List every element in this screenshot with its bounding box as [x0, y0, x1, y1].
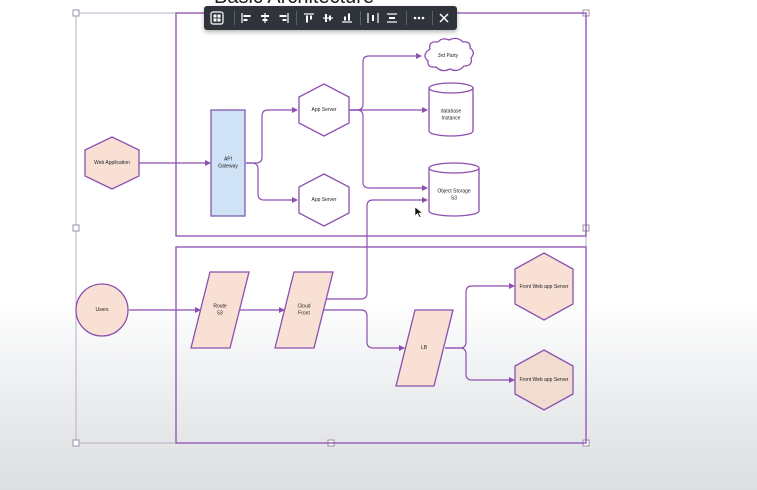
frontend-group-container[interactable]: [175, 246, 587, 444]
align-left-icon: [241, 13, 251, 23]
mouse-cursor-icon: [414, 206, 424, 218]
connector-cloudfront-objectstorage: [327, 197, 428, 300]
web-application-node[interactable]: [84, 136, 140, 190]
database-label-line-1: database: [440, 108, 462, 115]
lb-node[interactable]: [395, 309, 454, 387]
third-party-label: 3rd Party: [437, 52, 459, 59]
connector-appserver-objectstorage: [349, 109, 428, 191]
route53-label-line-1: Route: [213, 303, 227, 310]
app-server-bottom-label: App Server: [311, 196, 337, 203]
align-center-horizontal-icon: [261, 13, 269, 23]
object-storage-label-line-1: Object Storage: [437, 188, 471, 195]
database-label-line-2: Instance: [441, 115, 461, 121]
align-center-horizontal-button[interactable]: [256, 9, 274, 27]
distribute-horizontal-button[interactable]: [364, 9, 382, 27]
database-node[interactable]: [428, 82, 474, 137]
users-label: Users: [95, 306, 109, 313]
lb-label: LB: [420, 344, 428, 351]
align-top-icon: [304, 13, 314, 23]
selection-box[interactable]: [75, 12, 587, 444]
route53-label-line-2: 53: [217, 310, 223, 316]
object-storage-label-line-2: S3: [450, 195, 458, 201]
align-top-button[interactable]: [300, 9, 318, 27]
align-right-icon: [279, 13, 289, 23]
align-left-button[interactable]: [237, 9, 255, 27]
toolbar-divider: [360, 11, 361, 25]
distribute-vertical-button[interactable]: [383, 9, 401, 27]
object-storage-node[interactable]: [428, 162, 480, 217]
cloudfront-label-line-2: Front: [298, 310, 310, 316]
toolbar-divider: [406, 11, 407, 25]
database-label: database Instance: [441, 109, 462, 122]
connector-gateway-appserver-bottom: [246, 162, 298, 203]
cloudfront-label-line-1: Cloud: [297, 303, 311, 310]
more-options-icon: [413, 16, 425, 20]
front-server-top-node[interactable]: [514, 252, 574, 321]
group-button[interactable]: [208, 9, 226, 27]
connector-cloudfront-lb: [324, 309, 405, 351]
close-button[interactable]: [435, 9, 453, 27]
toolbar-divider: [234, 11, 235, 25]
connectors[interactable]: [129, 53, 515, 383]
group-icon: [210, 11, 224, 25]
app-server-bottom-node[interactable]: [298, 173, 350, 227]
toolbar-divider: [296, 11, 297, 25]
users-node[interactable]: [75, 283, 129, 337]
align-middle-button[interactable]: [319, 9, 337, 27]
app-server-top-node[interactable]: [298, 83, 350, 137]
more-options-button[interactable]: [410, 9, 428, 27]
floating-toolbar: [204, 6, 457, 30]
toolbar-divider: [432, 11, 433, 25]
api-gateway-node[interactable]: [210, 109, 246, 217]
cloudfront-node[interactable]: [274, 271, 334, 349]
connector-lb-front-bottom: [445, 347, 515, 383]
front-server-bottom-node[interactable]: [514, 349, 574, 411]
app-server-top-label: App Server: [311, 106, 337, 113]
connector-lb-front-top: [445, 283, 515, 349]
page-title: Basic Architecture: [214, 0, 374, 9]
close-icon: [439, 13, 449, 23]
cloudfront-label: Cloud Front: [297, 304, 310, 317]
api-gateway-label: API Gateway: [218, 157, 238, 170]
route53-node[interactable]: [190, 271, 250, 349]
align-bottom-button[interactable]: [338, 9, 356, 27]
align-bottom-icon: [342, 13, 352, 23]
object-storage-label: Object Storage S3: [437, 189, 470, 202]
connector-gateway-appserver-top: [246, 107, 298, 164]
distribute-vertical-icon: [387, 13, 397, 23]
front-server-bottom-label: Front Web app Server: [519, 376, 569, 383]
third-party-cloud-node[interactable]: [424, 37, 474, 72]
distribute-horizontal-icon: [367, 13, 379, 23]
align-right-button[interactable]: [275, 9, 293, 27]
align-middle-icon: [323, 14, 333, 22]
api-gateway-label-line-1: API: [223, 156, 233, 163]
connector-appserver-thirdparty: [349, 53, 422, 111]
api-gateway-label-line-2: Gateway: [218, 163, 238, 169]
web-application-label: Web Application: [94, 159, 130, 166]
front-server-top-label: Front Web app Server: [519, 283, 569, 290]
route53-label: Route 53: [213, 304, 226, 317]
